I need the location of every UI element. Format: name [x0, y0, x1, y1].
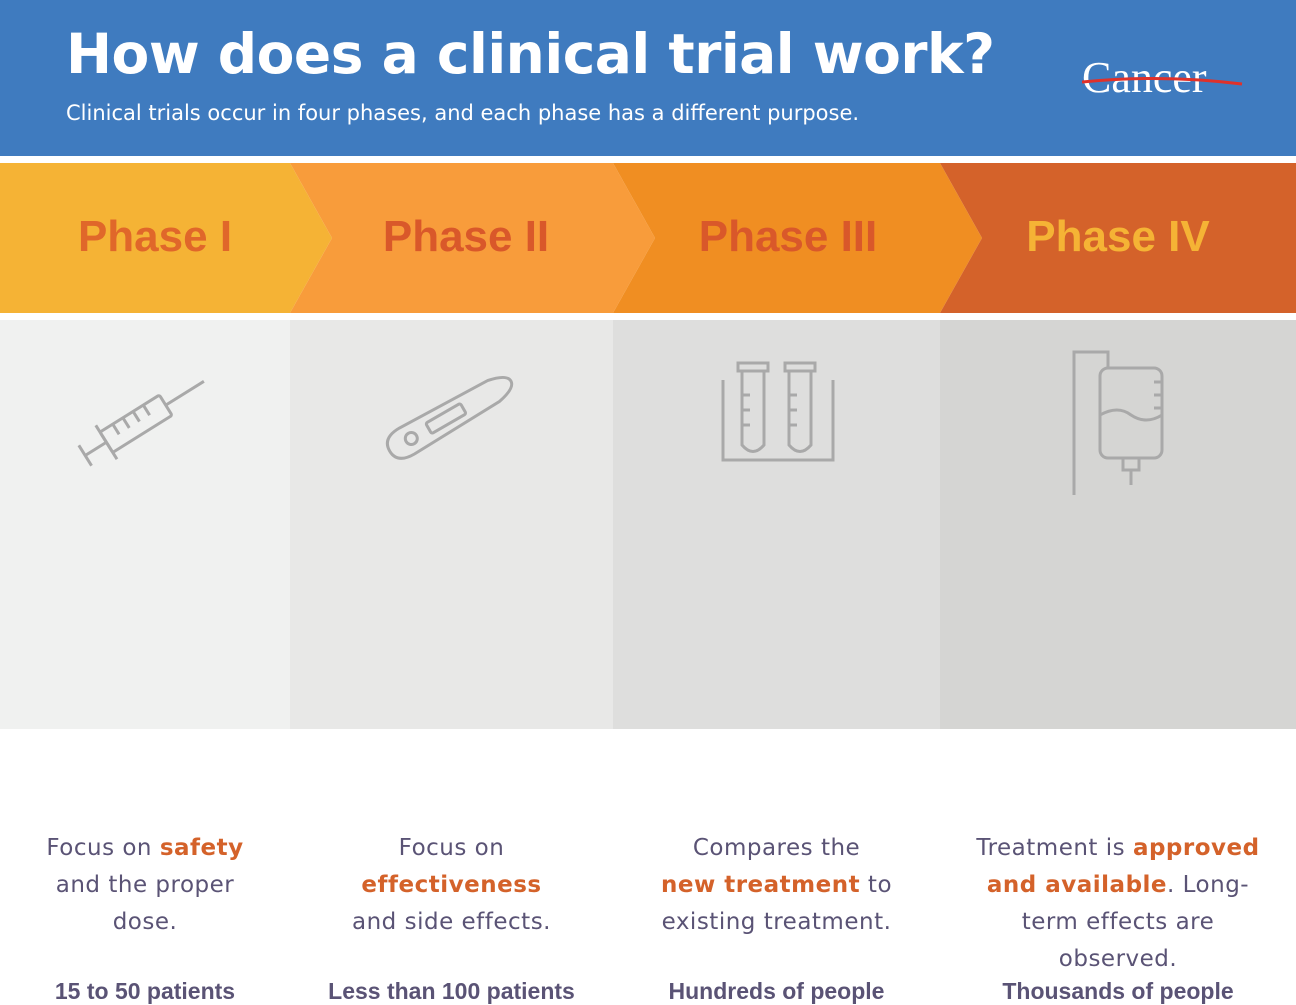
phase-1-label: Phase I: [77, 212, 233, 261]
phase-2-description: Focus on effectiveness and side effects.: [290, 830, 613, 941]
page-title: How does a clinical trial work?: [66, 22, 995, 86]
iv-bag-icon: [1072, 350, 1164, 495]
desc-highlight: safety: [159, 835, 244, 861]
desc-highlight: new treatment: [660, 872, 861, 898]
header-banner: How does a clinical trial work? Clinical…: [0, 0, 1296, 156]
desc-text: and the proper dose.: [55, 872, 235, 935]
phase-3-description: Compares the new treatment to existing t…: [613, 830, 940, 941]
phase-1-description: Focus on safety and the proper dose.: [0, 830, 290, 941]
phase-3-label: Phase III: [698, 212, 878, 261]
desc-text: Focus on: [398, 835, 505, 861]
desc-text: Compares the: [692, 835, 861, 861]
logo: Cancer: [1082, 52, 1252, 102]
desc-text: and side effects.: [352, 909, 551, 935]
phase-1-arrow: [0, 163, 332, 313]
page-subtitle: Clinical trials occur in four phases, an…: [66, 101, 860, 125]
phase-4-count: Thousands of people: [1002, 978, 1234, 1004]
phase-3-count: Hundreds of people: [668, 978, 885, 1004]
desc-text: Focus on: [46, 835, 160, 861]
phase-3-arrow: [613, 163, 982, 313]
phase-2-column: Focus on effectiveness and side effects.…: [290, 320, 613, 1004]
phase-1-count: 15 to 50 patients: [54, 978, 236, 1004]
phase-3-column: Compares the new treatment to existing t…: [613, 320, 940, 1004]
thermometer-icon: [385, 375, 514, 460]
phase-arrows: [0, 163, 1296, 313]
test-tubes-icon: [721, 361, 835, 462]
phase-2-arrow: [290, 163, 655, 313]
phase-2-label: Phase II: [382, 212, 550, 261]
desc-text: Treatment is: [976, 835, 1133, 861]
phase-2-count: Less than 100 patients: [328, 978, 575, 1004]
desc-highlight: effectiveness: [361, 872, 542, 898]
phase-4-description: Treatment is approved and available. Lon…: [940, 830, 1296, 978]
phase-4-label: Phase IV: [1026, 212, 1210, 261]
logo-strike-icon: [1082, 76, 1243, 86]
phase-4-column: Treatment is approved and available. Lon…: [940, 320, 1296, 1004]
phase-1-column: Focus on safety and the proper dose. 15 …: [0, 320, 290, 1004]
phase-4-arrow: [940, 163, 1296, 313]
syringe-icon: [77, 380, 205, 467]
